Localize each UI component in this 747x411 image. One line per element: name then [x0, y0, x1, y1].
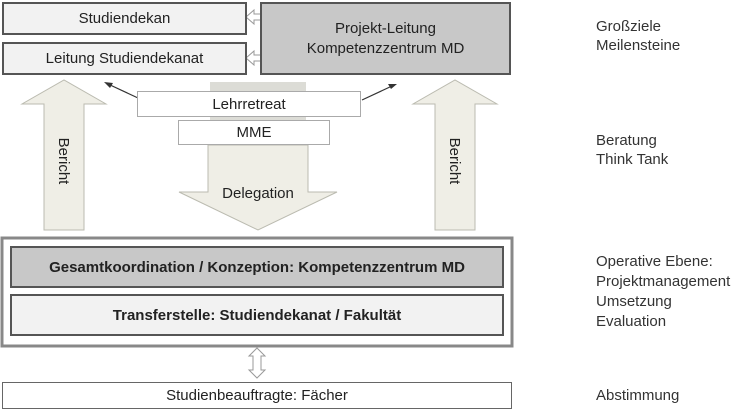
mme-label: MME [236, 124, 272, 141]
projekt-leitung-box: Projekt-Leitung Kompetenzzentrum MD [260, 2, 511, 75]
delegation-label-box: Delegation [208, 182, 308, 204]
leitung-studiendekanat-label: Leitung Studiendekanat [45, 50, 204, 67]
side-label-ziele: Großziele Meilensteine [596, 17, 680, 55]
studiendekan-label: Studiendekan [78, 10, 171, 27]
gesamtkoordination-label: Gesamtkoordination / Konzeption: Kompete… [49, 258, 465, 276]
side-projektmanagement: Projektmanagement [596, 273, 731, 290]
side-label-beratung: Beratung Think Tank [596, 131, 668, 169]
studienbeauftragte-label: Studienbeauftragte: Fächer [166, 387, 348, 404]
side-meilensteine: Meilensteine [596, 37, 681, 54]
gesamtkoordination-box: Gesamtkoordination / Konzeption: Kompete… [10, 246, 504, 288]
lehrretreat-box: Lehrretreat [137, 91, 361, 117]
delegation-label: Delegation [222, 184, 294, 202]
delegation-arrow [178, 144, 338, 231]
transferstelle-label: Transferstelle: Studiendekanat / Fakultä… [112, 306, 402, 324]
bericht-label-right-box: Bericht [444, 131, 466, 191]
projekt-leitung-line2: Kompetenzzentrum MD [306, 39, 465, 57]
side-operative-ebene: Operative Ebene: [596, 253, 713, 270]
bericht-label-left-box: Bericht [53, 131, 75, 191]
mme-box: MME [178, 120, 330, 145]
side-label-operativ: Operative Ebene: Projektmanagement Umset… [596, 252, 730, 332]
side-think-tank: Think Tank [596, 151, 669, 168]
side-umsetzung: Umsetzung [596, 293, 672, 310]
side-abstimmung: Abstimmung [596, 387, 680, 404]
studienbeauftragte-box: Studienbeauftragte: Fächer [2, 382, 512, 409]
leitung-studiendekanat-box: Leitung Studiendekanat [2, 42, 247, 75]
projekt-leitung-line1: Projekt-Leitung [335, 19, 436, 37]
lehrretreat-label: Lehrretreat [212, 95, 286, 113]
transferstelle-box: Transferstelle: Studiendekanat / Fakultä… [10, 294, 504, 336]
side-label-abstimmung: Abstimmung [596, 386, 679, 405]
studiendekan-box: Studiendekan [2, 2, 247, 35]
side-beratung: Beratung [596, 132, 657, 149]
side-grossziele: Großziele [596, 18, 662, 35]
bericht-arrow-left [20, 79, 108, 231]
bericht-label-left: Bericht [55, 137, 73, 185]
bericht-label-right: Bericht [446, 137, 464, 185]
bericht-arrow-right [411, 79, 499, 231]
double-arrow-bottom [247, 347, 267, 379]
side-evaluation: Evaluation [596, 313, 667, 330]
